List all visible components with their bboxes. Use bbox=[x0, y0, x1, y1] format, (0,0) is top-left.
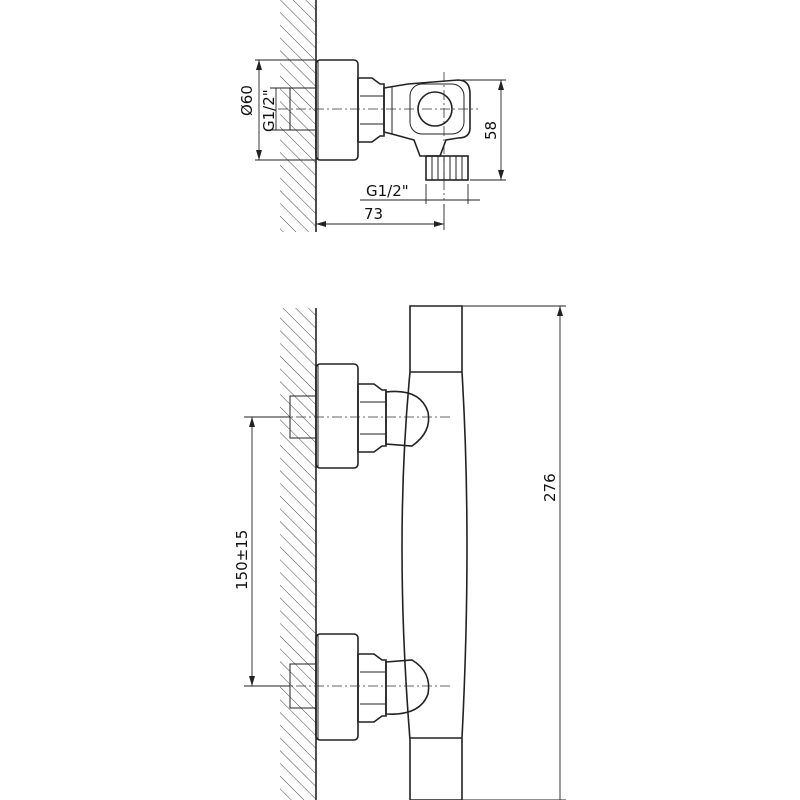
top-view: Ø60 G1/2" 58 G1/2" 73 bbox=[238, 0, 506, 232]
wall-hatch-front bbox=[280, 308, 316, 800]
outlet-nipple-top bbox=[425, 155, 469, 181]
lower-hex-nut bbox=[357, 653, 387, 723]
outlet-thread-label: G1/2" bbox=[366, 182, 409, 200]
flange-top bbox=[315, 59, 359, 161]
total-height-label: 276 bbox=[541, 473, 559, 502]
upper-hex-nut bbox=[357, 383, 387, 453]
height-label: 58 bbox=[482, 121, 500, 140]
upper-eccentric bbox=[385, 390, 430, 447]
mixer-body bbox=[401, 305, 468, 800]
lower-eccentric bbox=[385, 659, 430, 715]
spacing-label: 150±15 bbox=[233, 530, 251, 590]
valve-body-top bbox=[383, 79, 471, 157]
diameter-label: Ø60 bbox=[238, 85, 256, 116]
depth-label: 73 bbox=[364, 205, 383, 223]
inlet-thread-label: G1/2" bbox=[260, 89, 278, 132]
hex-nut-top bbox=[357, 77, 385, 143]
lower-flange bbox=[315, 633, 359, 741]
wall-hatch-top bbox=[280, 0, 316, 232]
upper-flange bbox=[315, 363, 359, 469]
front-view: 150±15 276 bbox=[233, 305, 566, 800]
